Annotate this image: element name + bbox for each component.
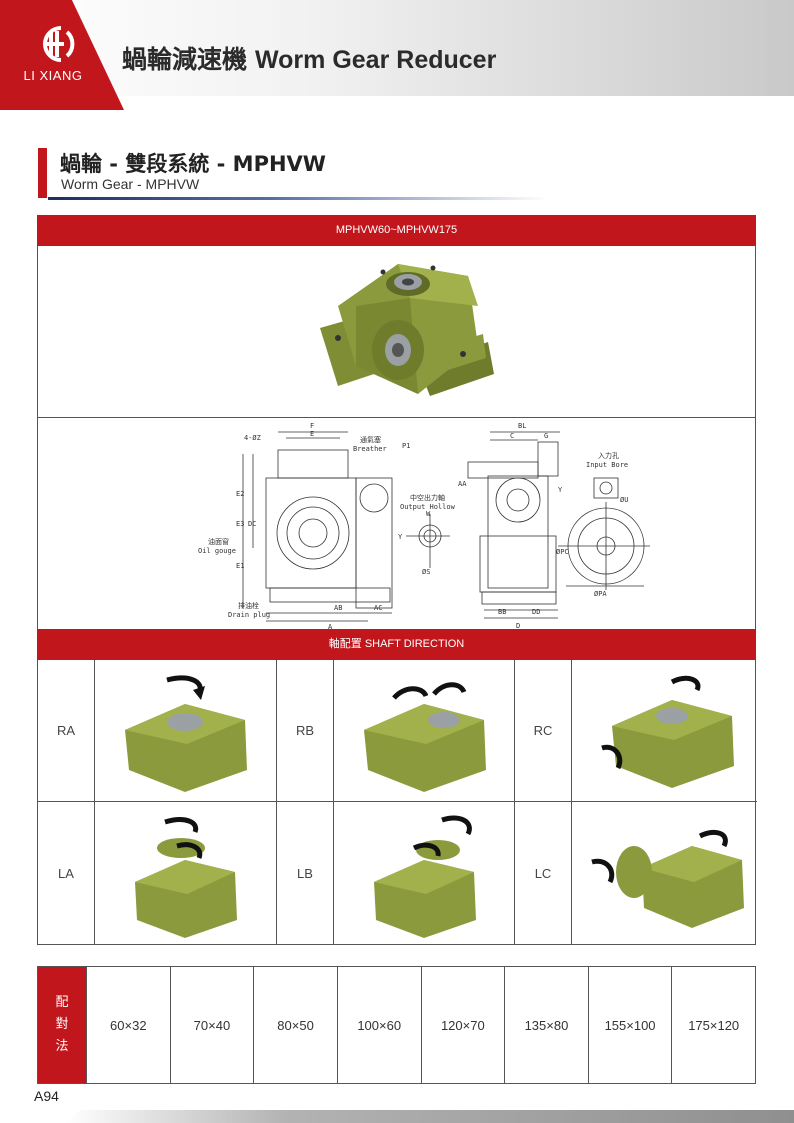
breather-label-cn: 通氣塞	[360, 435, 381, 444]
dim-label-E3: E3	[236, 520, 244, 528]
dim-label-OPA: ØPA	[594, 590, 607, 598]
dim-label-AA: AA	[458, 480, 467, 488]
gearbox-LC-icon	[591, 829, 744, 928]
gearbox-LA-icon	[135, 817, 237, 938]
dim-label-F: F	[310, 422, 314, 430]
brand-logo: LI XIANG	[14, 22, 92, 83]
input-bore-label-en: Input Bore	[586, 461, 628, 469]
drain-label-cn: 排油栓	[238, 601, 259, 610]
oil-gauge-label-en: Oil gouge	[198, 547, 236, 555]
dim-label-DD: DD	[532, 608, 540, 616]
dim-label-BB: BB	[498, 608, 506, 616]
dim-label-A: A	[328, 623, 333, 631]
dim-label-E: E	[310, 430, 314, 438]
shaft-label-LB: LB	[277, 802, 334, 944]
brand-name: LI XIANG	[23, 68, 83, 83]
shaft-direction-cn: 軸配置	[328, 638, 362, 650]
gearbox-LB-icon	[374, 815, 476, 938]
shaft-label-RA: RA	[38, 660, 95, 802]
header-band	[0, 0, 794, 96]
oil-gauge-label-cn: 油面窗	[208, 537, 229, 546]
gearbox-RA-icon	[125, 675, 247, 792]
shaft-label-RB: RB	[277, 660, 334, 802]
footer-bar	[66, 1110, 794, 1123]
section-title: 蝸輪 - 雙段系統 - MPHVW	[60, 152, 326, 176]
dim-label-Y: Y	[398, 533, 403, 541]
gearbox-RC-icon	[601, 675, 734, 788]
page-number: A94	[34, 1088, 59, 1104]
dim-label-holes: 4-ØZ	[244, 434, 261, 442]
dim-label-AB: AB	[334, 604, 342, 612]
ratio-header-char-1: 配	[55, 995, 69, 1010]
ratio-cell: 135×80	[504, 967, 588, 1083]
dim-label-DC: DC	[248, 520, 256, 528]
ratio-cell: 80×50	[253, 967, 337, 1083]
shaft-label-LC: LC	[515, 802, 572, 944]
dimension-drawing: 4-ØZ F E 通氣塞 Breather P1 E2 E3 DC E1 油面窗…	[198, 422, 650, 631]
gearbox-RB-icon	[364, 682, 486, 792]
shaft-image-RB	[334, 660, 515, 802]
shaft-image-LB	[334, 802, 515, 944]
dim-label-D: D	[516, 622, 520, 630]
drain-label-en: Drain plug	[228, 611, 270, 619]
shaft-direction-en: SHAFT DIRECTION	[364, 638, 465, 650]
breather-label-en: Breather	[353, 445, 387, 453]
ratio-cell: 120×70	[420, 967, 505, 1083]
shaft-image-LC	[572, 802, 757, 944]
dim-label-BL: BL	[518, 422, 526, 430]
ratio-table: 配 對 法 60×32 70×40 80×50 100×60 120×70 13…	[37, 966, 756, 1084]
ratio-table-header: 配 對 法	[38, 967, 86, 1083]
section-subtitle: Worm Gear - MPHVW	[61, 176, 200, 192]
dim-label-G: G	[544, 432, 548, 440]
shaft-direction-grid: RA RB RC LA	[37, 660, 757, 945]
shaft-direction-bar: 軸配置 SHAFT DIRECTION	[37, 629, 756, 660]
product-photo-gearbox	[320, 264, 494, 396]
section-accent-bar	[38, 148, 47, 198]
ratio-cell: 100×60	[336, 967, 421, 1083]
lixiang-logo-icon	[43, 26, 75, 62]
page-title-cn: 蝸輪減速機	[122, 45, 248, 74]
dim-label-OU: ØU	[620, 496, 628, 504]
ratio-cell: 70×40	[169, 967, 254, 1083]
dim-label-OS: ØS	[422, 568, 430, 576]
shaft-image-RC	[572, 660, 757, 802]
section-underline	[48, 197, 548, 200]
ratio-cell: 175×120	[671, 967, 755, 1083]
product-photo-cell	[37, 246, 756, 418]
ratio-header-char-3: 法	[55, 1039, 69, 1054]
dim-label-AC: AC	[374, 604, 382, 612]
dimension-drawing-cell: 4-ØZ F E 通氣塞 Breather P1 E2 E3 DC E1 油面窗…	[37, 417, 756, 631]
dim-label-OPC: ØPC	[556, 548, 569, 556]
hollow-label-cn: 中空出力軸	[410, 493, 445, 502]
dim-label-W: W	[426, 510, 431, 518]
ratio-cell: 155×100	[587, 967, 672, 1083]
shaft-label-RC: RC	[515, 660, 572, 802]
hollow-label-en: Output Hollow	[400, 503, 456, 511]
shaft-image-LA	[95, 802, 277, 944]
shaft-image-RA	[95, 660, 277, 802]
dim-label-E2: E2	[236, 490, 244, 498]
dim-label-C: C	[510, 432, 514, 440]
dim-label-Y2: Y	[558, 486, 563, 494]
shaft-label-LA: LA	[38, 802, 95, 944]
dim-label-P1: P1	[402, 442, 410, 450]
model-range-bar: MPHVW60~MPHVW175	[37, 215, 756, 246]
ratio-cell: 60×32	[86, 967, 170, 1083]
input-bore-label-cn: 入力孔	[598, 451, 619, 460]
ratio-header-char-2: 對	[55, 1017, 69, 1032]
page-title-en: Worm Gear Reducer	[255, 46, 497, 74]
dim-label-E1: E1	[236, 562, 244, 570]
